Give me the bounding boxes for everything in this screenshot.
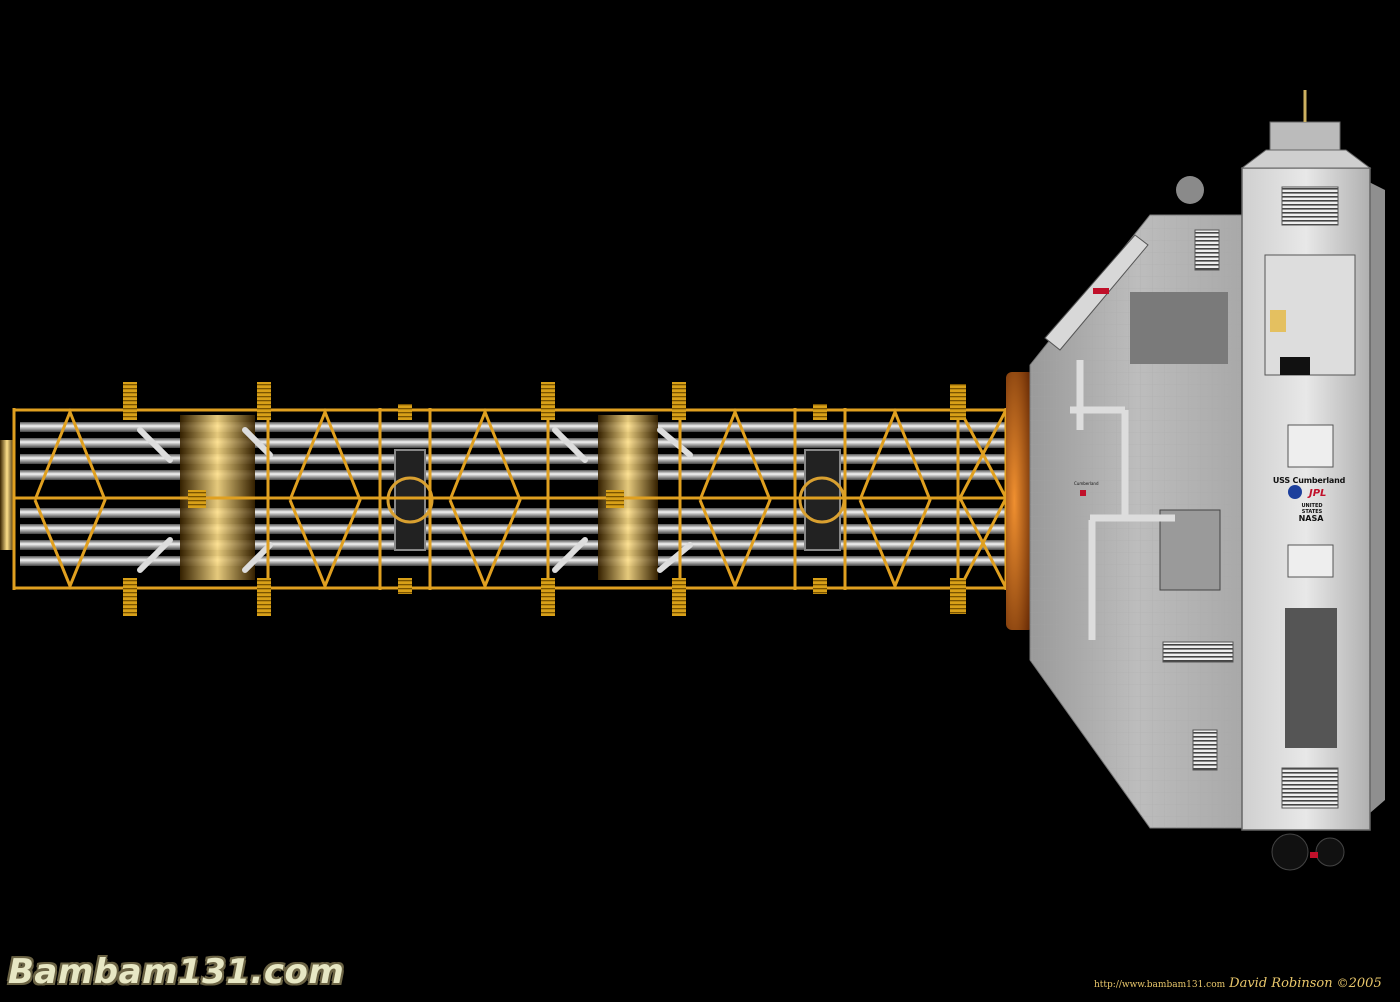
united-states-label: UNITED STATES	[1301, 503, 1323, 515]
nasa-label: NASA	[1298, 514, 1324, 523]
credit-url: http://www.bambam131.com	[1094, 980, 1226, 990]
copyright-symbol: ©	[1336, 976, 1349, 990]
orange-coupling	[1006, 372, 1034, 630]
main-hull	[1029, 90, 1385, 871]
engine-truss-section	[0, 382, 1010, 616]
radiator-fins	[137, 427, 693, 573]
small-cumberland-label: Cumberland	[1074, 481, 1099, 486]
author-signature: David Robinson	[1229, 976, 1333, 991]
ship-name-label: USS Cumberland	[1272, 476, 1346, 485]
jpl-label: JPL	[1309, 488, 1327, 499]
truss-clamps	[123, 382, 966, 616]
nasa-emblem-icon	[1288, 485, 1302, 499]
truss-frame	[12, 407, 1010, 590]
copyright-year: 2005	[1348, 976, 1382, 991]
site-logo: Bambam131.com	[8, 952, 345, 992]
